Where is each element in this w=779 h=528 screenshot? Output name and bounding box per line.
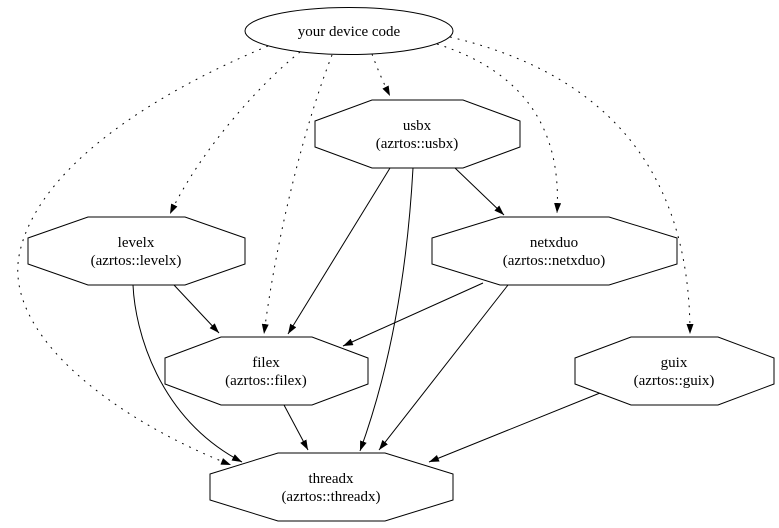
- netxduo-subtitle: (azrtos::netxduo): [503, 253, 605, 269]
- threadx-subtitle: (azrtos::threadx): [281, 489, 380, 505]
- edge-levelx-threadx: [132, 284, 243, 463]
- node-threadx: threadx (azrtos::threadx): [209, 452, 454, 522]
- levelx-title: levelx: [118, 235, 155, 251]
- threadx-title: threadx: [309, 471, 354, 487]
- levelx-subtitle: (azrtos::levelx): [91, 253, 182, 269]
- guix-octagon: [574, 336, 775, 406]
- edge-levelx-filex: [173, 284, 220, 334]
- node-netxduo: netxduo (azrtos::netxduo): [431, 216, 678, 286]
- edge-device-filex: [261, 54, 333, 335]
- netxduo-octagon: [431, 216, 678, 286]
- node-filex: filex (azrtos::filex): [164, 336, 369, 406]
- threadx-octagon: [209, 452, 454, 522]
- device-ellipse: [244, 7, 454, 55]
- filex-subtitle: (azrtos::filex): [225, 373, 307, 389]
- node-guix: guix (azrtos::guix): [574, 336, 775, 406]
- edge-device-guix: [449, 36, 694, 335]
- usbx-subtitle: (azrtos::usbx): [376, 136, 458, 152]
- edge-netxduo-filex: [342, 282, 484, 347]
- edge-device-usbx: [371, 53, 391, 97]
- edge-device-threadx: [17, 45, 269, 466]
- edge-usbx-filex: [287, 167, 391, 335]
- edge-device-netxduo: [436, 43, 562, 214]
- usbx-octagon: [314, 99, 521, 169]
- edge-usbx-threadx: [359, 167, 414, 452]
- usbx-title: usbx: [403, 118, 432, 134]
- node-usbx: usbx (azrtos::usbx): [314, 99, 521, 169]
- guix-title: guix: [661, 355, 688, 371]
- device-label: your device code: [298, 24, 401, 40]
- guix-subtitle: (azrtos::guix): [634, 373, 715, 389]
- node-levelx: levelx (azrtos::levelx): [27, 216, 246, 286]
- edge-usbx-netxduo: [454, 167, 505, 216]
- levelx-octagon: [27, 216, 246, 286]
- netxduo-title: netxduo: [530, 235, 578, 251]
- filex-title: filex: [252, 355, 280, 371]
- edge-guix-threadx: [428, 392, 601, 463]
- node-device: your device code: [244, 7, 454, 55]
- filex-octagon: [164, 336, 369, 406]
- edge-filex-threadx: [283, 404, 309, 451]
- edge-device-levelx: [169, 51, 301, 215]
- edge-netxduo-threadx: [378, 284, 509, 451]
